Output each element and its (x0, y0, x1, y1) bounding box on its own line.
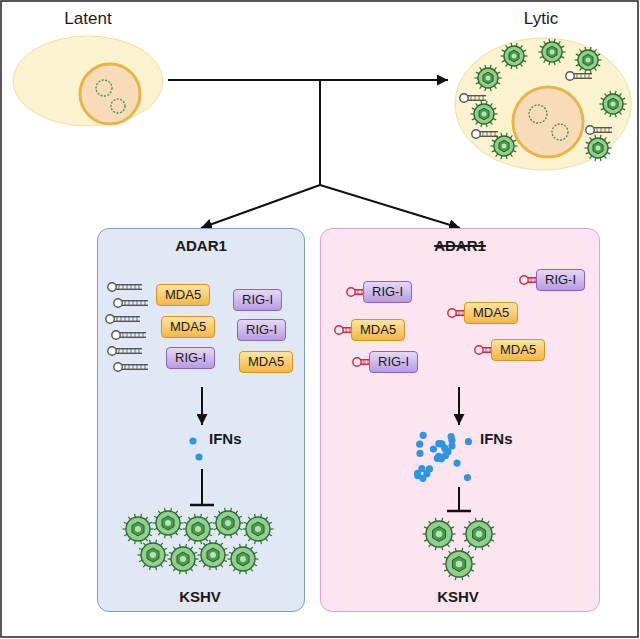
signal-arrow (458, 387, 460, 425)
signal-arrow (201, 387, 203, 425)
mda5-sensor: MDA5 (464, 302, 518, 324)
free-dsrna (108, 347, 142, 355)
sensor-name: RIG-I (175, 350, 206, 366)
virion (243, 514, 274, 544)
ifn-label: IFNs (480, 430, 513, 447)
virion (491, 133, 518, 159)
virion (168, 544, 199, 574)
mda5-sensor: MDA5 (239, 351, 293, 373)
cell-illustration (448, 6, 634, 174)
interferon-dot (416, 441, 423, 448)
sensor-name: RIG-I (545, 272, 576, 288)
stage-title: Lytic (448, 6, 634, 29)
stage-title: Latent (8, 6, 168, 29)
interferon-dot (444, 448, 451, 455)
viral-episome (96, 80, 112, 96)
interferon-dot (195, 453, 202, 460)
viral-episome (552, 124, 568, 140)
inhibition-symbol (190, 469, 214, 505)
latent-cell: Latent (8, 6, 168, 136)
interferon-dot (416, 450, 423, 457)
virion (123, 514, 154, 544)
mda5-sensor: MDA5 (156, 284, 210, 306)
virion (501, 43, 528, 69)
interferon-dot (420, 432, 427, 439)
adar1-present-panel: ADAR1MDA5RIG-IMDA5RIG-IRIG-IMDA5 (97, 228, 305, 612)
mda5-sensor: MDA5 (161, 316, 215, 338)
interferon-dot (423, 470, 430, 477)
mda5-sensor: MDA5 (491, 339, 545, 361)
interferon-dot (434, 455, 441, 462)
viral-rna (460, 94, 486, 102)
viral-rna (586, 126, 612, 134)
virion (153, 508, 184, 538)
viral-episome (111, 99, 125, 113)
sensor-name: RIG-I (242, 292, 273, 308)
interferon-dot (430, 446, 437, 453)
panel-title: ADAR1 (321, 229, 599, 255)
virion (575, 47, 602, 73)
viral-rna (566, 72, 592, 80)
panel-title: ADAR1 (98, 229, 304, 255)
sensor-name: MDA5 (360, 322, 396, 338)
nucleus (513, 87, 583, 157)
interferon-dot (437, 440, 444, 447)
rigi-sensor: RIG-I (536, 269, 585, 291)
sensor-name: MDA5 (170, 319, 206, 335)
virion (600, 91, 627, 117)
free-dsrna (108, 283, 142, 291)
virion (463, 518, 496, 550)
rigi-sensor: RIG-I (363, 281, 412, 303)
virion (228, 544, 259, 574)
free-dsrna (114, 363, 148, 371)
sensor-name: RIG-I (378, 354, 409, 370)
process-arrow (168, 80, 320, 228)
inhibition-symbol (447, 487, 471, 511)
interferon-dot (464, 474, 471, 481)
rigi-sensor: RIG-I (237, 319, 286, 341)
interferon-dot (465, 438, 472, 445)
interferon-dot (453, 459, 460, 466)
virion (475, 65, 502, 91)
adar1-absent-panel: ADAR1RIG-IRIG-IMDA5MDA5RIG-IMDA5 (320, 228, 600, 612)
virion (198, 540, 229, 570)
sensor-name: MDA5 (500, 342, 536, 358)
sensor-name: RIG-I (372, 284, 403, 300)
virus-label: KSHV (179, 588, 221, 605)
free-dsrna (106, 315, 140, 323)
viral-episome (529, 105, 547, 123)
virion (213, 508, 244, 538)
interferon-dot (189, 437, 196, 444)
virion (138, 540, 169, 570)
virion (539, 39, 566, 65)
interferon-dot (414, 472, 421, 479)
viral-rna (472, 130, 498, 138)
lytic-cell: Lytic (448, 6, 634, 174)
nucleus (80, 64, 140, 124)
free-dsrna (112, 331, 146, 339)
sensor-name: MDA5 (165, 287, 201, 303)
virion (471, 101, 498, 127)
ifn-label: IFNs (209, 430, 242, 447)
rigi-sensor: RIG-I (166, 347, 215, 369)
mda5-sensor: MDA5 (351, 319, 405, 341)
free-dsrna (114, 299, 148, 307)
sensor-name: RIG-I (246, 322, 277, 338)
virion (443, 548, 476, 580)
virion (423, 518, 456, 550)
sensor-name: MDA5 (473, 305, 509, 321)
rigi-sensor: RIG-I (233, 289, 282, 311)
virion (585, 135, 612, 161)
rigi-sensor: RIG-I (369, 351, 418, 373)
virus-label: KSHV (437, 588, 479, 605)
process-arrow (168, 80, 460, 228)
virion (183, 514, 214, 544)
sensor-name: MDA5 (248, 354, 284, 370)
